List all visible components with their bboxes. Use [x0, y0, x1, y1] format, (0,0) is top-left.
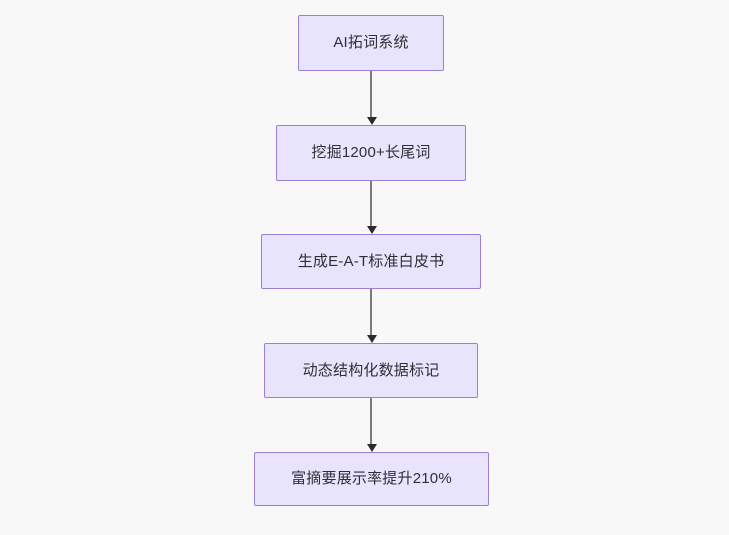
flow-node-label: 生成E-A-T标准白皮书 — [297, 252, 445, 270]
flow-node-label: 挖掘1200+长尾词 — [311, 144, 431, 161]
flow-node[interactable]: 富摘要展示率提升210% — [254, 452, 489, 506]
flow-node[interactable]: 挖掘1200+长尾词 — [276, 125, 466, 181]
flow-node[interactable]: 动态结构化数据标记 — [264, 343, 478, 398]
flow-node[interactable]: AI拓词系统 — [298, 15, 444, 71]
edge-line — [370, 181, 372, 227]
flow-node[interactable]: 生成E-A-T标准白皮书 — [261, 234, 481, 289]
arrowhead-icon — [367, 117, 377, 125]
edge-line — [370, 289, 372, 336]
edge-line — [370, 398, 372, 445]
edge-line — [370, 71, 372, 118]
flow-node-label: AI拓词系统 — [333, 34, 409, 51]
arrowhead-icon — [367, 335, 377, 343]
flow-node-label: 富摘要展示率提升210% — [291, 470, 452, 487]
arrowhead-icon — [367, 444, 377, 452]
arrowhead-icon — [367, 226, 377, 234]
flow-node-label: 动态结构化数据标记 — [302, 361, 440, 379]
